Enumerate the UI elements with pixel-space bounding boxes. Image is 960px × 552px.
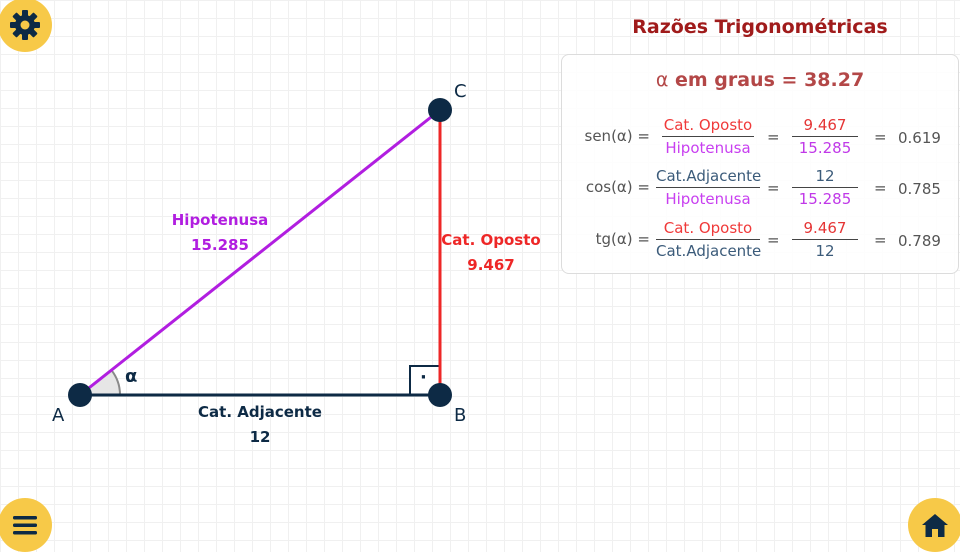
cos-numerator-value: 12 <box>815 167 835 185</box>
alpha-symbol: α <box>655 69 669 91</box>
tg-numerator-value: 9.467 <box>803 219 847 237</box>
menu-button[interactable] <box>0 498 52 552</box>
sin-numerator-label: Cat. Oposto <box>663 116 753 134</box>
hypotenuse-value: 15.285 <box>191 236 249 254</box>
sin-denominator-value: 15.285 <box>792 136 858 157</box>
sin-function-label: sen(α) = <box>584 127 650 145</box>
cos-equals-2: = <box>874 179 887 197</box>
sin-numerator-value: 9.467 <box>803 116 847 134</box>
sin-denominator-label: Hipotenusa <box>662 136 754 157</box>
tg-result: 0.789 <box>898 232 941 250</box>
cos-denominator-value: 15.285 <box>792 187 858 208</box>
vertex-b-point[interactable] <box>428 383 452 407</box>
right-angle-dot: · <box>420 367 427 388</box>
vertex-c-point[interactable] <box>428 98 452 122</box>
vertex-a-point[interactable] <box>68 383 92 407</box>
opposite-label: Cat. Oposto <box>441 231 541 249</box>
tg-equals-2: = <box>874 231 887 249</box>
home-button[interactable] <box>908 498 960 552</box>
cos-numerator-label: Cat.Adjacente <box>656 167 762 185</box>
cos-value-fraction: 12 15.285 <box>792 167 858 208</box>
vertex-a-label: A <box>52 405 65 426</box>
cos-label-fraction: Cat.Adjacente Hipotenusa <box>656 167 762 208</box>
cos-result: 0.785 <box>898 180 941 198</box>
sin-row: sen(α) = Cat. Oposto Hipotenusa = 9.467 … <box>562 116 958 160</box>
tg-function-label: tg(α) = <box>595 230 650 248</box>
adjacent-value: 12 <box>249 428 271 446</box>
tg-equals-1: = <box>767 231 780 249</box>
hamburger-menu-icon <box>13 516 37 535</box>
tg-numerator-label: Cat. Oposto <box>663 219 753 237</box>
tg-denominator-label: Cat.Adjacente <box>656 239 761 260</box>
cos-function-label: cos(α) = <box>585 178 650 196</box>
opposite-value: 9.467 <box>467 256 515 274</box>
triangle-diagram <box>68 98 452 407</box>
vertex-b-label: B <box>454 405 467 426</box>
cos-row: cos(α) = Cat.Adjacente Hipotenusa = 12 1… <box>562 167 958 211</box>
alpha-degrees-line: α em graus = 38.27 <box>562 69 958 91</box>
alpha-degrees-value: 38.27 <box>804 69 865 91</box>
tg-row: tg(α) = Cat. Oposto Cat.Adjacente = 9.46… <box>562 219 958 263</box>
sin-label-fraction: Cat. Oposto Hipotenusa <box>662 116 754 157</box>
home-icon <box>922 514 948 537</box>
vertex-c-label: C <box>454 81 467 102</box>
tg-label-fraction: Cat. Oposto Cat.Adjacente <box>656 219 761 260</box>
settings-button[interactable] <box>0 0 52 52</box>
cos-denominator-label: Hipotenusa <box>656 187 760 208</box>
sin-result: 0.619 <box>898 129 941 147</box>
alpha-degrees-label: em graus = <box>674 69 798 91</box>
sin-value-fraction: 9.467 15.285 <box>792 116 858 157</box>
panel-title: Razões Trigonométricas <box>632 16 888 38</box>
hypotenuse-label: Hipotenusa <box>171 211 269 229</box>
alpha-angle-label: α <box>125 366 138 387</box>
tg-value-fraction: 9.467 12 <box>792 219 858 260</box>
adjacent-label: Cat. Adjacente <box>198 403 322 421</box>
cos-equals-1: = <box>767 179 780 197</box>
sin-equals-1: = <box>767 128 780 146</box>
hypotenuse-side <box>79 108 441 397</box>
gear-icon <box>10 10 40 40</box>
tg-denominator-value: 12 <box>792 239 858 260</box>
sin-equals-2: = <box>874 128 887 146</box>
ratios-panel: α em graus = 38.27 sen(α) = Cat. Oposto … <box>561 54 959 274</box>
